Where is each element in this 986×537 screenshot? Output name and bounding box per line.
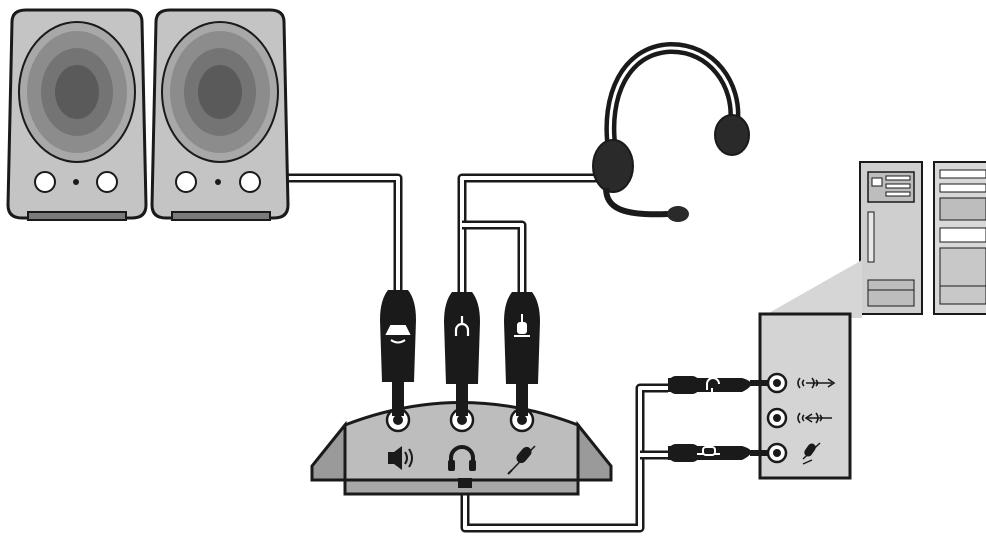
- headset-cable: [457, 173, 600, 292]
- pc-cable: [460, 383, 668, 533]
- pc-mic-plug: [668, 444, 768, 462]
- mic-plug-icon: [514, 314, 530, 337]
- speaker-right: [150, 8, 290, 221]
- line-in-icon: [797, 412, 832, 424]
- pc-line-out-plug: [668, 376, 768, 394]
- headphone-plug-icon: [706, 377, 720, 392]
- mic-plug-icon: [697, 446, 720, 456]
- line-out-icon: [797, 377, 836, 389]
- speaker-output-icon: [388, 446, 413, 470]
- mic-plug: [504, 292, 540, 416]
- speaker-plug: [380, 290, 416, 416]
- panel-jack-line-out: [766, 372, 788, 394]
- cables: [280, 173, 668, 533]
- microphone-icon: [802, 442, 821, 465]
- zoom-callout: [760, 260, 862, 318]
- computer-rear-panel: [758, 312, 852, 480]
- speaker-plug-icon: [385, 325, 411, 344]
- headset: [592, 41, 750, 222]
- headphone-plug: [444, 292, 480, 416]
- computer-tower: [859, 161, 986, 315]
- speaker-cable: [280, 173, 403, 290]
- headphone-icon: [448, 445, 476, 471]
- switch-box: [310, 401, 613, 496]
- speaker-left: [6, 8, 148, 221]
- panel-jack-line-in: [766, 407, 788, 429]
- headphone-plug-icon: [454, 316, 470, 336]
- panel-jack-mic: [766, 442, 788, 464]
- microphone-icon: [507, 445, 536, 475]
